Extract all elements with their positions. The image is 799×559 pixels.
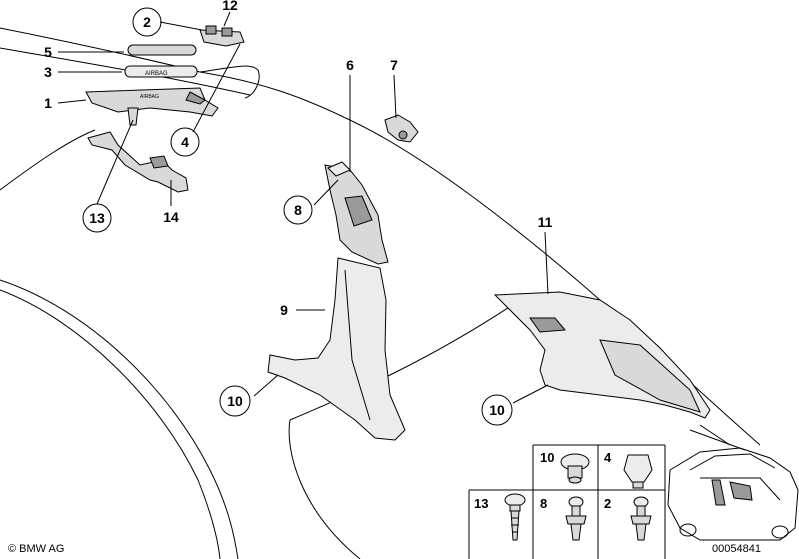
callout-circle-10b bbox=[481, 394, 513, 426]
clip-4-icon bbox=[623, 454, 653, 489]
copyright-text: © BMW AG bbox=[8, 543, 64, 555]
callout-7: 7 bbox=[390, 57, 398, 73]
pin-2-icon bbox=[630, 496, 652, 541]
callout-12: 12 bbox=[222, 0, 238, 13]
callout-3: 3 bbox=[44, 64, 52, 80]
part-1-a-pillar-trim: AIRBAG bbox=[85, 87, 219, 126]
clip-10-icon bbox=[560, 453, 590, 484]
car-thumbnail-icon bbox=[667, 447, 799, 541]
part-9-b-pillar-lower bbox=[267, 257, 406, 441]
callout-6: 6 bbox=[346, 57, 354, 73]
callout-circle-8 bbox=[283, 195, 313, 225]
reference-number: 00054841 bbox=[712, 543, 761, 555]
legend-4: 4 bbox=[604, 450, 612, 465]
callout-11: 11 bbox=[538, 214, 553, 230]
callout-1: 1 bbox=[44, 95, 52, 111]
part-6-b-pillar-upper bbox=[324, 161, 389, 265]
callout-14: 14 bbox=[163, 209, 179, 225]
part-7-clip bbox=[384, 114, 419, 143]
trim-print-text: AIRBAG bbox=[140, 94, 159, 100]
callout-5: 5 bbox=[44, 44, 52, 60]
leader-lines bbox=[57, 11, 549, 404]
screw-13-icon bbox=[504, 493, 526, 541]
airbag-strip-text: AIRBAG bbox=[145, 71, 168, 77]
part-11-c-pillar bbox=[493, 291, 711, 419]
pin-8-icon bbox=[565, 496, 587, 541]
callout-10b: 10 bbox=[489, 402, 505, 418]
callout-labels: 2 12 5 3 1 4 13 14 6 7 8 9 10 11 10 bbox=[44, 0, 553, 426]
callout-9: 9 bbox=[280, 302, 288, 318]
callout-circle-2 bbox=[132, 7, 162, 37]
fastener-legend: 10 4 13 8 2 bbox=[468, 444, 799, 559]
part-3-airbag-strip: AIRBAG bbox=[124, 65, 198, 78]
callout-4: 4 bbox=[181, 134, 189, 150]
legend-10: 10 bbox=[540, 450, 554, 465]
legend-2: 2 bbox=[604, 496, 611, 511]
part-5-strip bbox=[127, 44, 197, 56]
part-12-bracket bbox=[199, 25, 245, 47]
part-14-lower-trim bbox=[87, 131, 189, 193]
callout-circle-4 bbox=[170, 127, 200, 157]
callout-10a: 10 bbox=[227, 393, 243, 409]
callout-circle-10a bbox=[219, 385, 251, 417]
legend-13: 13 bbox=[474, 496, 488, 511]
callout-circle-13 bbox=[82, 203, 112, 233]
callout-8: 8 bbox=[294, 202, 302, 218]
callout-13: 13 bbox=[89, 210, 105, 226]
callout-2: 2 bbox=[143, 14, 151, 30]
legend-8: 8 bbox=[540, 496, 547, 511]
